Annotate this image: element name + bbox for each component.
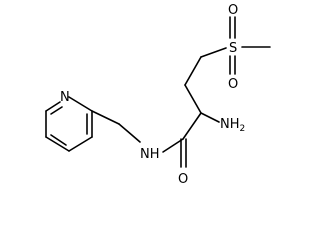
pyridine-ring xyxy=(45,96,93,152)
atom-amine-nh2: NH2 xyxy=(220,117,245,134)
bond-ch2-to-nh xyxy=(118,123,141,143)
atom-pyridine-n: N xyxy=(60,90,70,105)
atom-sulfonyl-o-top: O xyxy=(228,3,238,18)
bond-ring-double-3 xyxy=(50,106,63,115)
bond-nh-to-carbonyl xyxy=(162,138,184,153)
amine-label-subscript: 2 xyxy=(240,124,246,134)
bond-ring-double-2 xyxy=(50,134,67,146)
bond-alpha-to-nh2 xyxy=(200,112,220,123)
bond-carbonyl-to-alpha xyxy=(182,112,202,140)
bond-ch2-to-s xyxy=(200,47,227,58)
molecule-diagram: N NH O NH2 S O O xyxy=(45,3,271,187)
structure-canvas: N NH O NH2 S O O xyxy=(45,3,271,187)
atom-sulfonyl-o-bottom: O xyxy=(228,77,238,92)
bond-ring-c4-c5 xyxy=(45,136,70,152)
bond-alpha-to-ch2 xyxy=(184,84,202,114)
amine-label-main: NH xyxy=(220,117,240,132)
atom-amide-nh: NH xyxy=(140,147,160,162)
bond-ring-c6-n xyxy=(45,101,61,112)
bond-ring-n-c2 xyxy=(68,96,93,112)
bond-ring-to-ch2 xyxy=(91,110,120,125)
atom-carbonyl-o: O xyxy=(178,172,188,187)
bond-ring-c3-c4 xyxy=(68,136,93,152)
bond-ch2-to-ch2 xyxy=(184,56,202,86)
atom-sulfur: S xyxy=(229,41,237,56)
